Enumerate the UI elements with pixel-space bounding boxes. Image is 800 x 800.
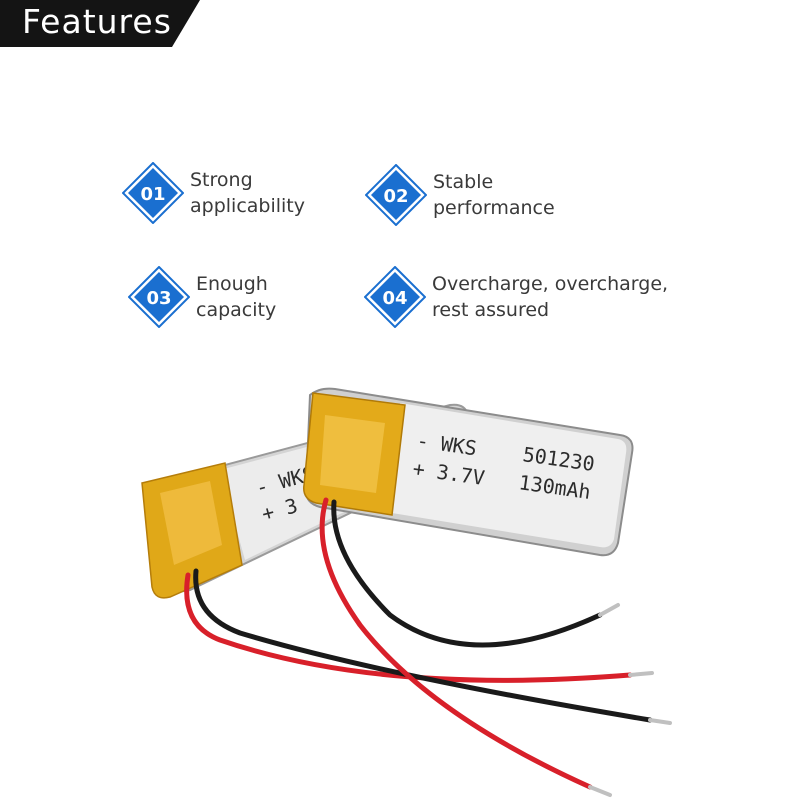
feature-item-4: 04 Overcharge, overcharge, rest assured (364, 266, 668, 328)
number-diamond-icon: 01 (122, 162, 184, 224)
feature-label: Strong applicability (190, 169, 306, 217)
feature-item-1: 01 Strong applicability (122, 162, 305, 224)
feature-number: 02 (383, 186, 408, 207)
back-cell-wires (184, 568, 672, 725)
feature-item-3: 03 Enough capacity (128, 266, 276, 328)
feature-item-2: 02 Stable performance (365, 164, 555, 226)
front-battery-cell: - WKS 501230 + 3.7V 130mAh (303, 387, 634, 557)
feature-number: 03 (146, 288, 171, 309)
front-cell-wires (319, 497, 620, 797)
features-banner (0, 0, 200, 47)
feature-label: Overcharge, overcharge, rest assured (432, 273, 669, 321)
number-diamond-icon: 03 (128, 266, 190, 328)
feature-number: 04 (382, 288, 407, 309)
page-title: Features (22, 2, 172, 41)
feature-number: 01 (140, 184, 165, 205)
number-diamond-icon: 02 (365, 164, 427, 226)
battery-product-image: - WKS + 3 - WKS 501230 + 3.7V 130mAh (141, 387, 672, 797)
feature-label: Stable performance (433, 171, 555, 219)
feature-label: Enough capacity (196, 273, 277, 321)
number-diamond-icon: 04 (364, 266, 426, 328)
